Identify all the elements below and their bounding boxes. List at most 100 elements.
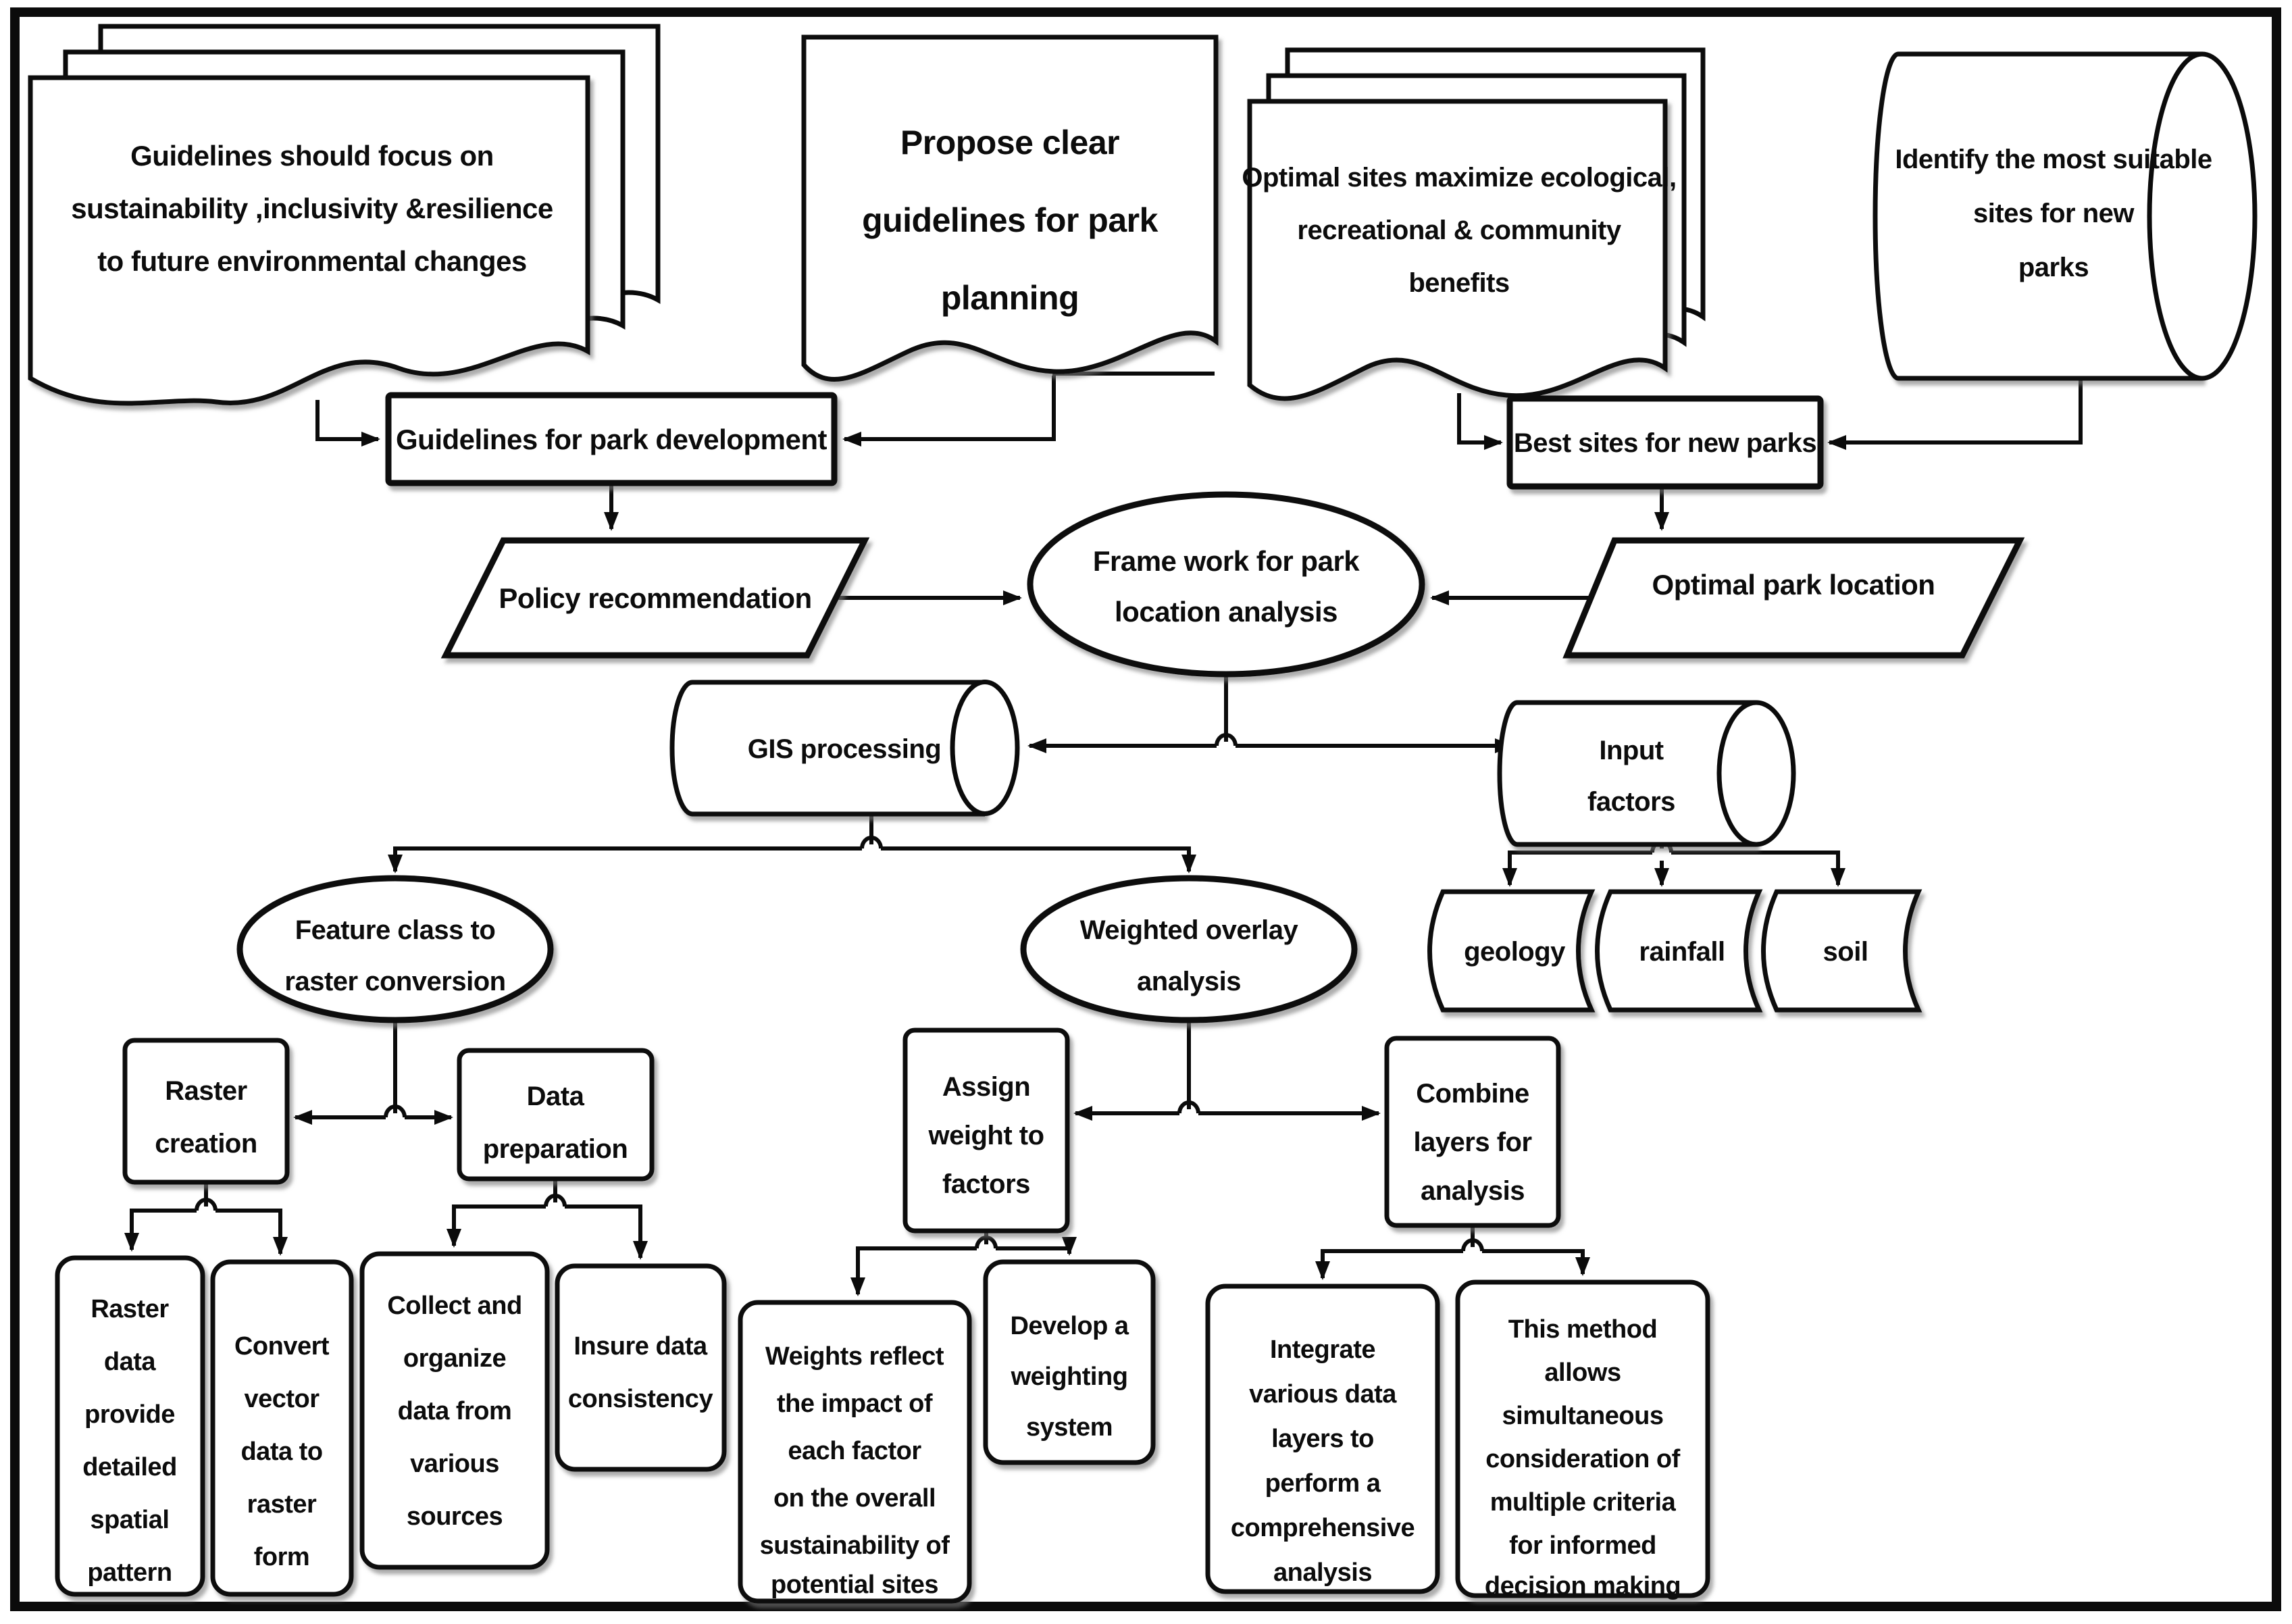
node-guidelines-focus: Guidelines should focus on sustainabilit…: [30, 26, 658, 403]
node-label: system: [1026, 1413, 1113, 1442]
node-combine-layers: Combine layers for analysis: [1384, 1036, 1561, 1228]
node-weighted-overlay: Weighted overlay analysis: [1020, 875, 1358, 1023]
junction-datapreparation: [544, 1194, 567, 1207]
cylinder-cap: [2147, 51, 2258, 381]
arrow-to-convertvector: [215, 1209, 288, 1256]
node-optimal-sites: Optimal sites maximize ecological, recre…: [1242, 50, 1703, 399]
arrow-to-insuredata: [565, 1204, 648, 1260]
node-optimal-location: Optimal park location: [1562, 537, 2025, 659]
ellipse-shape: [1027, 491, 1425, 678]
arrow-optimalsites-to-bestsites: [1457, 393, 1503, 450]
node-label: factors: [1587, 787, 1675, 817]
node-label: consistency: [568, 1385, 713, 1413]
node-weights-reflect: Weights reflect the impact of each facto…: [738, 1300, 972, 1604]
rounded-rect-shape: [1455, 1279, 1710, 1598]
node-label: GIS processing: [748, 734, 941, 764]
node-label: allows: [1544, 1359, 1621, 1387]
arrow-inputs-to-geology: [1502, 851, 1652, 887]
node-label: consideration of: [1485, 1445, 1680, 1473]
node-label: the impact of: [777, 1390, 933, 1418]
arrow-propose-to-dev: [842, 376, 1056, 447]
arrow-to-weightsreflect: [850, 1246, 977, 1296]
node-label: perform a: [1265, 1469, 1381, 1498]
node-label: to future environmental changes: [97, 245, 527, 277]
node-label: sources: [407, 1502, 503, 1531]
node-label: Integrate: [1270, 1336, 1375, 1364]
node-label: geology: [1464, 937, 1566, 967]
node-label: Optimal sites maximize ecological,: [1242, 163, 1676, 193]
rounded-rect-shape: [122, 1038, 290, 1185]
rounded-rect-shape: [210, 1259, 354, 1597]
node-convert-vector: Convert vector data to raster form: [210, 1259, 354, 1597]
node-label: parks: [2018, 253, 2089, 282]
node-develop-weighting: Develop a weighting system: [983, 1259, 1156, 1465]
node-label: raster: [247, 1490, 317, 1519]
rounded-rect-shape: [1205, 1284, 1440, 1594]
cylinder-cap: [950, 680, 1020, 816]
arrow-to-collectorganize: [447, 1204, 546, 1248]
node-label: Convert: [234, 1332, 330, 1361]
node-framework: Frame work for park location analysis: [1027, 491, 1425, 678]
document-shape: [801, 34, 1219, 382]
node-label: weighting: [1011, 1363, 1128, 1391]
rounded-rect-shape: [359, 1251, 550, 1570]
node-gis-processing: GIS processing: [669, 680, 1020, 817]
node-label: vector: [244, 1385, 320, 1413]
rounded-rect-shape: [1384, 1036, 1561, 1228]
node-integrate-layers: Integrate various data layers to perform…: [1205, 1284, 1440, 1594]
node-this-method: This method allows simultaneous consider…: [1455, 1279, 1710, 1600]
node-raster-data: Raster data provide detailed spatial pat…: [55, 1255, 205, 1597]
stored-data-shape: [1427, 889, 1596, 1013]
node-identify-sites: Identify the most suitable sites for new…: [1873, 51, 2258, 381]
cylinder-cap: [1716, 700, 1796, 847]
node-label: Assign: [942, 1072, 1030, 1102]
node-soil: soil: [1761, 889, 1922, 1013]
rounded-rect-shape: [555, 1263, 727, 1472]
node-label: Raster: [165, 1076, 247, 1106]
node-best-sites: Best sites for new parks: [1506, 395, 1824, 490]
node-label: rainfall: [1639, 937, 1725, 967]
ellipse-shape: [236, 875, 554, 1023]
cylinder-body: [1497, 700, 1756, 847]
stored-data-shape: [1595, 889, 1763, 1013]
node-label: each factor: [788, 1437, 921, 1465]
node-label: Combine: [1416, 1079, 1529, 1109]
node-label: recreational & community: [1297, 215, 1622, 245]
node-label: creation: [155, 1129, 257, 1159]
node-propose-clear: Propose clear guidelines for park planni…: [801, 34, 1219, 382]
node-label: simultaneous: [1502, 1402, 1664, 1430]
node-input-factors: Input factors: [1497, 700, 1796, 847]
node-label: decision making: [1485, 1572, 1681, 1600]
node-label: Propose clear: [900, 124, 1119, 161]
node-insure-data: Insure data consistency: [555, 1263, 727, 1472]
junction-combinelayers: [1461, 1238, 1484, 1252]
rounded-rect-shape: [738, 1300, 972, 1604]
node-label: Guidelines should focus on: [130, 140, 494, 172]
junction-assignweight: [975, 1236, 998, 1249]
node-label: raster conversion: [284, 967, 505, 996]
node-label: layers for: [1413, 1127, 1531, 1157]
node-policy-recommendation: Policy recommendation: [440, 537, 870, 659]
cylinder-body: [1873, 51, 2202, 381]
arrow-inputs-to-soil: [1671, 851, 1845, 887]
page-border: [10, 7, 2281, 1611]
node-rainfall: rainfall: [1595, 889, 1763, 1013]
node-label: pattern: [87, 1558, 172, 1587]
node-label: various: [410, 1450, 499, 1478]
node-label: Best sites for new parks: [1514, 428, 1816, 458]
arrow-gis-to-featureclass: [388, 846, 862, 873]
node-label: potential sites: [771, 1571, 938, 1599]
node-label: provide: [84, 1400, 175, 1429]
junction-rastercreation: [195, 1198, 218, 1211]
node-label: Guidelines for park development: [396, 424, 827, 455]
node-label: Identify the most suitable: [1895, 145, 2212, 174]
arrow-to-integratelayers: [1315, 1249, 1463, 1280]
node-label: Optimal park location: [1652, 569, 1935, 601]
arrow-gis-to-weightedoverlay: [881, 846, 1196, 873]
junction-weightedoverlay: [1177, 1100, 1200, 1114]
arrow-to-developweighting: [996, 1237, 1077, 1256]
junction-featureclass: [384, 1105, 407, 1118]
rounded-rect-shape: [983, 1259, 1156, 1465]
